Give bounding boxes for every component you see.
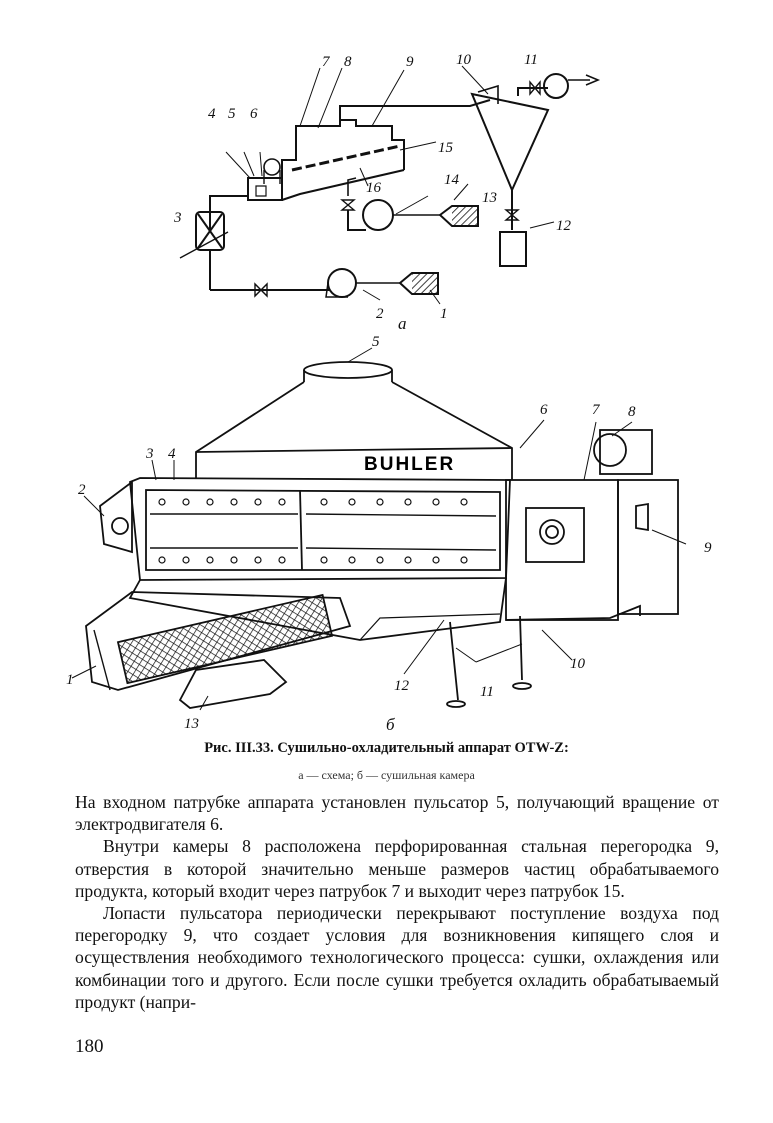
figure-subcaption: а — схема; б — сушильная камера	[298, 768, 475, 782]
panel-label-b: б	[386, 715, 395, 734]
label-a-8: 8	[344, 54, 352, 70]
label-a-12: 12	[556, 218, 572, 234]
label-a-10: 10	[456, 52, 472, 68]
filter-13-hatch	[452, 206, 478, 226]
figure-drying-chamber-b: BUHLER 1 2 3 4 5 6 7 8 9 10 11 12 13 б	[66, 334, 712, 734]
panel-label-a: а	[398, 314, 407, 330]
paragraph-3: Лопасти пульсатора периодически перекрыв…	[75, 903, 719, 1012]
label-b-1: 1	[66, 672, 74, 688]
paragraph-2: Внутри камеры 8 расположена перфорирован…	[75, 836, 719, 901]
label-b-2: 2	[78, 482, 86, 498]
label-a-6: 6	[250, 106, 258, 122]
label-a-7: 7	[322, 54, 331, 70]
label-a-2: 2	[376, 306, 384, 322]
label-a-1: 1	[440, 306, 448, 322]
label-b-12: 12	[394, 678, 410, 694]
label-b-8: 8	[628, 404, 636, 420]
label-a-15: 15	[438, 140, 454, 156]
label-b-9: 9	[704, 540, 712, 556]
label-a-9: 9	[406, 54, 414, 70]
paragraph-1: На входном патрубке аппарата установлен …	[75, 792, 719, 835]
label-a-14: 14	[444, 172, 460, 188]
page-number: 180	[75, 1036, 104, 1057]
label-a-16: 16	[366, 180, 382, 196]
label-b-5: 5	[372, 334, 380, 350]
label-b-13: 13	[184, 716, 199, 732]
label-a-4: 4	[208, 106, 216, 122]
label-b-4: 4	[168, 446, 176, 462]
label-a-3: 3	[173, 210, 182, 226]
label-a-5: 5	[228, 106, 236, 122]
figure-caption: Рис. III.33. Сушильно-охладительный аппа…	[204, 740, 569, 756]
body-text: На входном патрубке аппарата установлен …	[75, 791, 719, 1013]
label-b-7: 7	[592, 402, 601, 418]
cooler-mesh	[117, 594, 333, 684]
filter-1-hatch	[412, 273, 438, 294]
label-b-6: 6	[540, 402, 548, 418]
label-b-10: 10	[570, 656, 586, 672]
brand-logo-text: BUHLER	[364, 454, 455, 475]
label-b-3: 3	[145, 446, 154, 462]
label-a-13: 13	[482, 190, 497, 206]
label-a-11: 11	[524, 52, 538, 68]
label-b-11: 11	[480, 684, 494, 700]
figure-schematic-a: 1 2 3 4 5 6 7 8 9 10 11 12 13 14 15 16 а	[173, 52, 601, 330]
